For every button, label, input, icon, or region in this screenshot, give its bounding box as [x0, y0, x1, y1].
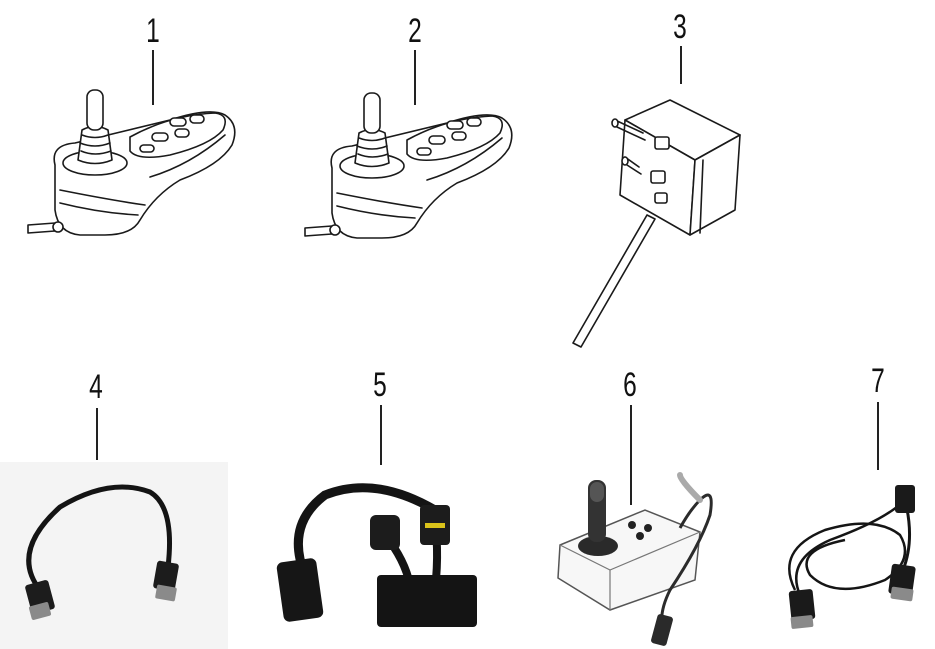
- part-number-3: 3: [673, 8, 687, 46]
- part-number-5: 5: [373, 366, 387, 404]
- part-number-4: 4: [89, 368, 103, 406]
- leader-line-3: [680, 46, 682, 84]
- part-number-7: 7: [871, 362, 885, 400]
- leader-line-2: [414, 50, 416, 105]
- part-5-adapter-harness-photo: [276, 483, 477, 627]
- part-number-2: 2: [408, 12, 422, 50]
- part-6-attendant-joystick-photo: [557, 472, 713, 646]
- leader-line-1: [152, 50, 154, 105]
- part-7-long-cable-photo: [788, 485, 916, 629]
- part-number-1: 1: [146, 12, 160, 50]
- leader-line-6: [630, 405, 632, 505]
- leader-line-4: [96, 408, 98, 460]
- part-4-short-cable-photo: [25, 484, 179, 620]
- leader-line-7: [877, 402, 879, 470]
- part-1-joystick-drawing: [27, 89, 236, 236]
- part-number-6: 6: [623, 366, 637, 404]
- part-3-switch-box-drawing: [572, 99, 741, 348]
- leader-line-5: [380, 405, 382, 465]
- part-2-joystick-drawing: [304, 92, 513, 239]
